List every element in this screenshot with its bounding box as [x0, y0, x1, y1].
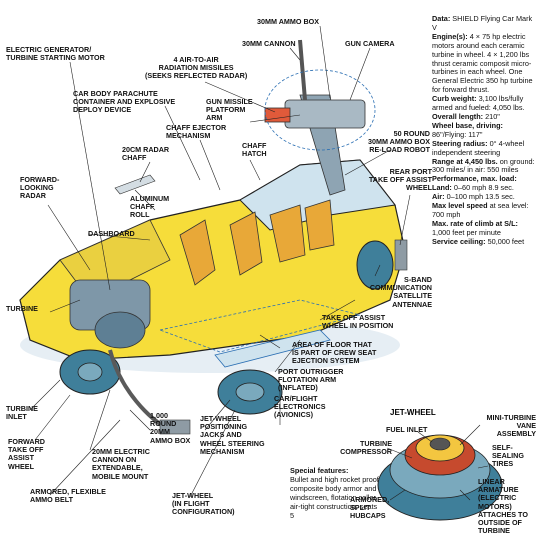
label-dashboard: DASHBOARD	[88, 229, 135, 238]
label-forward-takeoff: FORWARD TAKE OFF ASSIST WHEEL	[8, 437, 45, 471]
spec-label: Performance, max. load:	[432, 174, 517, 184]
label-air-to-air-missiles: 4 AIR-TO-AIR RADIATION MISSILES (SEEKS R…	[145, 55, 248, 81]
spec-value: on ground: 300 miles/ in air: 550 miles	[432, 156, 535, 175]
label-30mm-cannon: 30mm CANNON	[242, 39, 296, 48]
turbine-intake	[94, 311, 146, 349]
label-reload-robot: 50 ROUND 30mm AMMO BOX RE-LOAD ROBOT	[367, 129, 430, 155]
spec-label: Air:	[432, 192, 445, 202]
wheel-hub	[77, 362, 103, 382]
spec-value: 1,000 feet per minute	[432, 227, 501, 237]
spec-value: 0–60 mph 8.9 sec.	[453, 183, 514, 193]
missile-pod	[264, 107, 291, 123]
rear-wheel	[356, 240, 394, 290]
spec-item: Engine(s): 4 × 75 hp electric motors aro…	[432, 31, 536, 95]
radar-chaff	[114, 174, 156, 195]
label-30mm-ammo-box: 30mm AMMO BOX	[257, 17, 320, 26]
spec-label: Max level speed	[432, 201, 488, 211]
spec-value: SHIELD Flying Car Mark V	[432, 14, 533, 32]
spec-value: at sea level: 700 mph	[432, 201, 529, 219]
spec-label: Wheel base, driving:	[432, 120, 503, 130]
spec-label: Range at 4,450 lbs.	[432, 156, 498, 166]
front-seat	[229, 211, 263, 276]
front-seat	[179, 219, 216, 286]
special-features-title: Special features:	[290, 466, 349, 475]
label-rear-port-takeoff: REAR PORT TAKE OFF ASSIST WHEEL	[368, 167, 432, 193]
spec-item: Data: SHIELD Flying Car Mark V	[432, 14, 536, 33]
spec-label: Land:	[432, 183, 452, 193]
label-self-sealing: SELF- SEALING TIRES	[492, 443, 524, 469]
spec-value: 0° 4-wheel independent steering	[432, 138, 525, 157]
spec-label: Data:	[432, 14, 451, 23]
spec-item: Service ceiling: 50,000 feet	[432, 236, 536, 247]
crew-seat-floor	[158, 299, 361, 353]
label-fuel-inlet: FUEL INLET	[386, 425, 428, 434]
fuel-inlet-cap	[429, 437, 451, 451]
jet-wheel-title: JET-WHEEL	[390, 408, 436, 417]
label-ammo-belt: ARMORED, FLEXIBLE AMMO BELT	[30, 487, 106, 505]
label-crew-seat-area: AREA OF FLOOR THAT IS PART OF CREW SEAT …	[292, 340, 377, 366]
gun-rotation-ring	[264, 69, 376, 151]
spec-item: Range at 4,450 lbs. on ground: 300 miles…	[432, 156, 536, 176]
label-chaff-hatch: CHAFF HATCH	[242, 141, 267, 159]
special-features: Special features: Bullet and high rocket…	[290, 466, 382, 520]
label-electric-generator: ELECTRIC GENERATOR/ TURBINE STARTING MOT…	[6, 45, 105, 63]
spec-item: Air: 0–100 mph 13.5 sec.	[432, 192, 536, 202]
spec-item: Wheel base, driving: 86"/Flying: 117"	[432, 120, 536, 140]
wheel-hub	[235, 382, 265, 402]
label-port-outrigger: PORT OUTRIGGER FLOTATION ARM (INFLATED)	[278, 367, 344, 393]
gun-housing	[284, 99, 366, 129]
spec-item: Overall length: 210"	[432, 111, 536, 122]
rear-seat	[269, 204, 306, 263]
label-gun-missile-platform: GUN MISSILE PLATFORM ARM	[206, 97, 253, 123]
label-car-flight-electronics: CAR/FLIGHT ELECTRONICS (AVIONICS)	[274, 394, 326, 420]
spec-item: Curb weight: 3,100 lbs/fully armed and f…	[432, 94, 536, 113]
ammo-box	[159, 419, 191, 435]
label-hubcaps: ARMORED, SPLIT HUBCAPS	[350, 495, 390, 521]
label-chaff-ejector: CHAFF EJECTOR MECHANISM	[166, 123, 227, 141]
leader-lines	[29, 25, 411, 498]
label-parachute-container: CAR BODY PARACHUTE CONTAINER AND EXPLOSI…	[73, 89, 176, 115]
spec-item: Performance, max. load:	[432, 174, 536, 184]
spec-value: 0–100 mph 13.5 sec.	[446, 192, 515, 202]
label-radar-chaff: 20cm RADAR CHAFF	[122, 145, 170, 163]
spec-item: Max level speed at sea level: 700 mph	[432, 201, 536, 220]
spec-label: Service ceiling:	[432, 236, 486, 246]
label-mini-turbine: MINI-TURBINE VANE ASSEMBLY	[486, 413, 536, 439]
spec-label: Curb weight:	[432, 94, 477, 104]
label-turbine-inlet: TURBINE INLET	[6, 404, 38, 422]
spec-label: Max. rate of climb at S/L:	[432, 218, 518, 228]
spec-item: Land: 0–60 mph 8.9 sec.	[432, 183, 536, 193]
spec-label: Engine(s):	[432, 31, 468, 41]
label-gun-camera: GUN CAMERA	[345, 39, 395, 48]
spec-label: Overall length:	[432, 111, 484, 121]
spec-label: Steering radius:	[432, 138, 488, 148]
spec-value: 4 × 75 hp electric motors around each ce…	[432, 31, 533, 95]
label-turbine: TURBINE	[6, 304, 38, 313]
spec-item: Max. rate of climb at S/L: 1,000 feet pe…	[432, 218, 536, 238]
cannon-barrel	[298, 39, 307, 101]
label-1000-round-ammo: 1,000 ROUND 20mm AMMO BOX	[150, 411, 191, 445]
label-jetwheel-flight-config: JET-WHEEL (IN FLIGHT CONFIGURATION)	[172, 491, 235, 517]
label-takeoff-assist-position: TAKE OFF ASSIST WHEEL IN POSITION	[322, 313, 394, 331]
label-20mm-cannon: 20mm ELECTRIC CANNON ON EXTENDABLE, MOBI…	[92, 447, 150, 481]
label-jetwheel-jacks: JET-WHEEL POSITIONING JACKS AND WHEEL ST…	[200, 414, 265, 456]
spec-value: 3,100 lbs/fully armed and fueled: 4,050 …	[432, 94, 525, 113]
spec-value: 86"/Flying: 117"	[432, 129, 483, 139]
label-forward-radar: FORWARD- LOOKING RADAR	[20, 175, 60, 201]
jet-wheel-inset	[377, 424, 503, 521]
outrigger-arm	[214, 329, 331, 368]
special-features-text: Bullet and high rocket proof composite b…	[290, 474, 379, 520]
label-linear-armature: LINEAR ARMATURE (ELECTRIC MOTORS) ATTACH…	[478, 477, 528, 536]
spec-value: 210"	[485, 111, 500, 121]
label-aluminum-chaff: ALUMINUM CHAFF ROLL	[130, 194, 170, 220]
label-turbine-compressor: TURBINE COMPRESSOR	[340, 439, 392, 457]
rear-seat	[304, 199, 335, 251]
rear-assist-wheel	[394, 239, 408, 271]
spec-item: Steering radius: 0° 4-wheel independent …	[432, 138, 536, 158]
spec-value: 50,000 feet	[487, 236, 525, 246]
label-sband-antennae: S-BAND COMMUNICATION SATELLITE ANTENNAE	[369, 275, 432, 309]
